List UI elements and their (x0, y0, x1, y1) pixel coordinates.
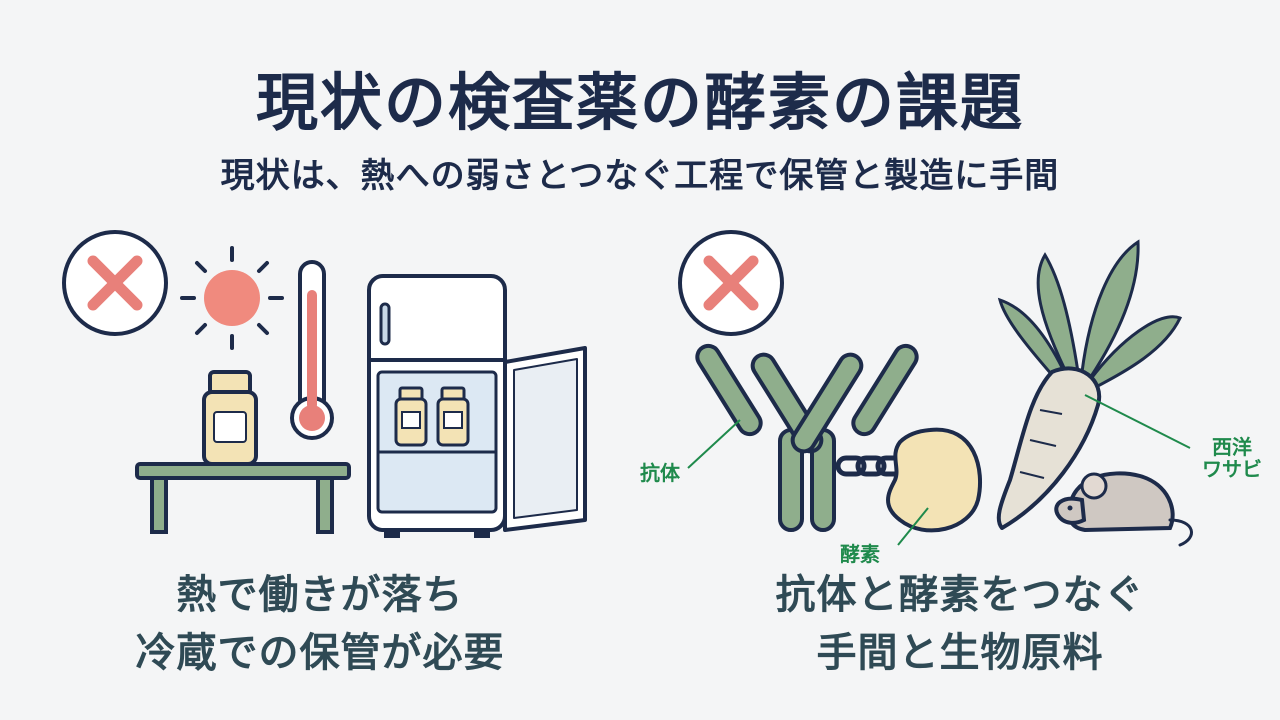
right-cross-icon (678, 230, 784, 336)
left-caption-line2: 冷蔵での保管が必要 (135, 630, 505, 676)
label-enzyme: 酵素 (840, 542, 880, 566)
right-caption-line2: 手間と生物原料 (816, 630, 1104, 676)
label-antibody: 抗体 (640, 461, 680, 485)
left-caption-line1: 熱で働きが落ち (176, 572, 464, 618)
label-horseradish-line2: ワサビ (1202, 457, 1262, 481)
left-caption: 熱で働きが落ち 冷蔵での保管が必要 (0, 566, 640, 682)
left-cross-icon (62, 230, 168, 336)
page-subtitle: 現状は、熱への弱さとつなぐ工程で保管と製造に手間 (220, 156, 1060, 196)
horseradish-icon (996, 239, 1183, 530)
label-horseradish: 西洋 ワサビ (1195, 436, 1269, 480)
right-caption: 抗体と酵素をつなぐ 手間と生物原料 (640, 566, 1280, 682)
antibody-icon (695, 343, 919, 532)
reagent-bottle-icon (202, 370, 258, 466)
enzyme-icon (886, 427, 982, 533)
sun-icon (180, 246, 284, 350)
thermometer-icon (290, 260, 334, 440)
leader-lines (687, 394, 1191, 546)
refrigerator-icon (367, 274, 587, 538)
page-title: 現状の検査薬の酵素の課題 (255, 66, 1024, 139)
right-caption-line1: 抗体と酵素をつなぐ (775, 572, 1145, 618)
table-icon (135, 462, 351, 534)
mouse-icon (1054, 471, 1193, 547)
label-horseradish-line1: 西洋 (1212, 435, 1252, 459)
